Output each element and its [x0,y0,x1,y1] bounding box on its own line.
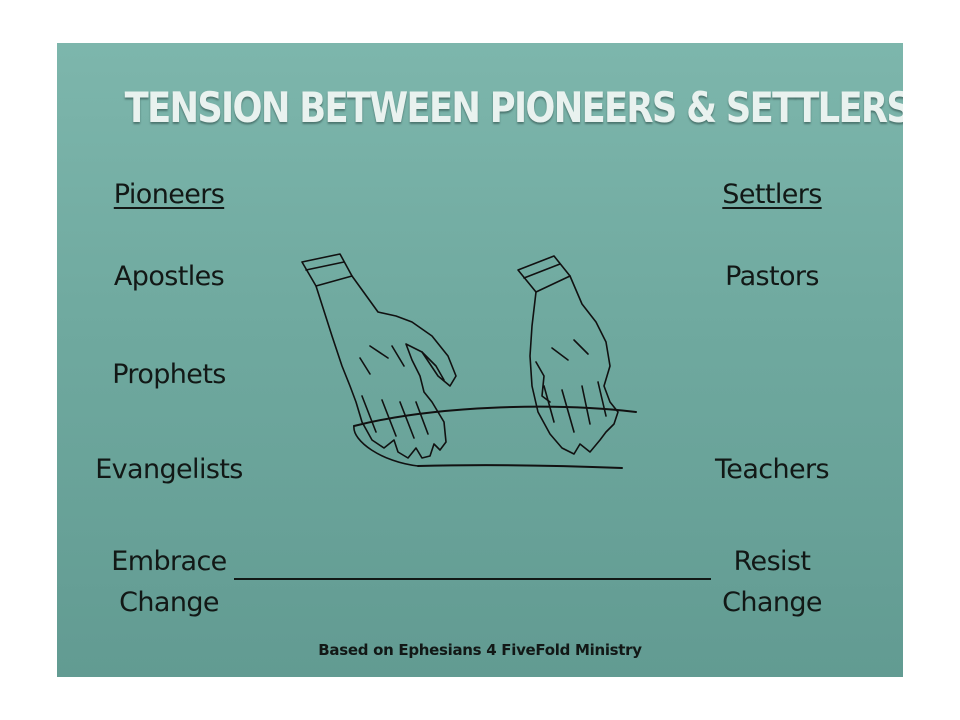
footnote: Based on Ephesians 4 FiveFold Ministry [318,641,642,659]
rubber-band [353,405,637,427]
right-item-teachers: Teachers [715,454,830,485]
right-hand [529,275,619,455]
settlers-header: Settlers [722,179,822,210]
hands-rubber-band-illustration [301,253,637,469]
resist-label: Resist [733,546,811,577]
pioneers-header: Pioneers [113,179,225,210]
left-hand [315,275,457,459]
left-item-prophets: Prophets [112,359,226,390]
embrace-label: Embrace [111,546,227,577]
slide: TENSION BETWEEN PIONEERS & SETTLERS Pion… [57,43,903,677]
embrace-change-label: Change [119,587,219,618]
right-item-pastors: Pastors [725,261,819,292]
left-item-evangelists: Evangelists [95,454,243,485]
spectrum-line [234,578,711,580]
right-cuff [517,255,571,293]
left-item-apostles: Apostles [113,261,225,292]
resist-change-label: Change [722,587,822,618]
slide-title: TENSION BETWEEN PIONEERS & SETTLERS [124,83,903,132]
